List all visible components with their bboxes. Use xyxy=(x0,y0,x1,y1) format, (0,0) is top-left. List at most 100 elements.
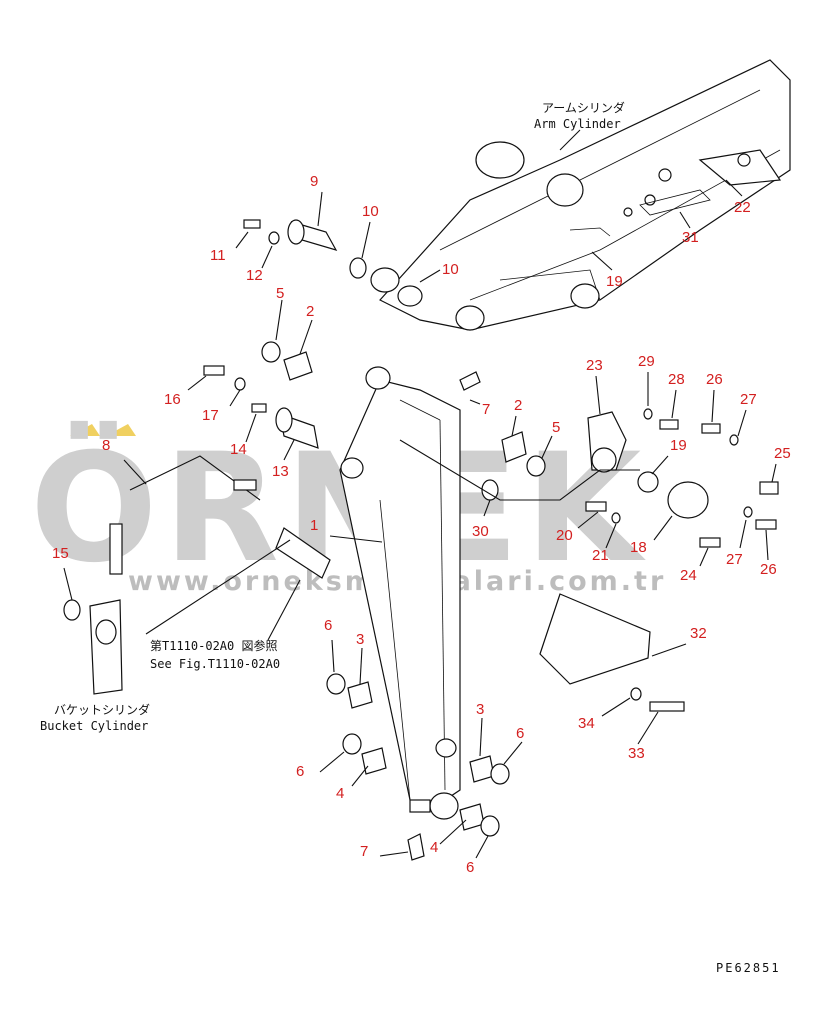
shim-10 xyxy=(349,257,367,279)
leader-24 xyxy=(699,547,709,567)
leader-23 xyxy=(595,375,601,415)
washer-34 xyxy=(630,687,642,701)
bushing-4-a xyxy=(361,747,387,775)
leader-7b xyxy=(379,851,409,857)
callout-15: 15 xyxy=(52,545,69,562)
grease-fitting-7-lower xyxy=(407,833,425,861)
seal-6-a xyxy=(326,673,346,695)
leader-2b xyxy=(511,415,517,437)
leader-4a xyxy=(351,765,369,787)
see-fig-label-en: See Fig.T1110-02A0 xyxy=(150,657,280,671)
leader-20 xyxy=(577,511,599,529)
arm-link-boss xyxy=(435,738,457,758)
arm-cylinder-head xyxy=(475,141,525,179)
arm-pivot-boss xyxy=(340,457,364,479)
clamp-19 xyxy=(637,471,659,493)
leader-21 xyxy=(605,523,617,549)
callout-11: 11 xyxy=(210,247,226,264)
leader-12 xyxy=(261,245,273,269)
leader-27a xyxy=(737,409,747,437)
callout-1: 1 xyxy=(310,517,318,534)
leader-4b xyxy=(439,819,467,845)
callout-19b: 19 xyxy=(670,437,687,454)
callout-12: 12 xyxy=(246,267,263,284)
callout-7a: 7 xyxy=(482,401,490,418)
leader-arm-cylinder xyxy=(559,129,581,151)
seal-6-c xyxy=(490,763,510,785)
leader-3a xyxy=(359,647,363,685)
callout-21: 21 xyxy=(592,547,609,564)
bushing-3-b xyxy=(469,755,495,783)
washer-21 xyxy=(611,512,621,524)
leader-17 xyxy=(229,389,241,407)
leader-15 xyxy=(63,567,73,601)
washer-27-lower xyxy=(743,506,753,518)
bushing-2-right xyxy=(501,431,527,463)
leader-8 xyxy=(123,459,147,485)
leader-10a xyxy=(361,221,371,259)
callout-28: 28 xyxy=(668,371,685,388)
arm-top-boss xyxy=(365,366,391,390)
arm-structure xyxy=(339,366,461,820)
callout-33: 33 xyxy=(628,745,645,762)
bucket-cylinder-eye xyxy=(95,619,117,645)
block-18 xyxy=(667,481,709,519)
callout-2a: 2 xyxy=(306,303,314,320)
boom-foot-boss xyxy=(370,267,400,293)
callout-32: 32 xyxy=(690,625,707,642)
callout-2b: 2 xyxy=(514,397,522,414)
callout-34: 34 xyxy=(578,715,595,732)
leader-19b xyxy=(651,455,669,475)
boom-top-pin xyxy=(737,153,751,167)
bolt-20 xyxy=(585,501,607,512)
callout-25: 25 xyxy=(774,445,791,462)
leader-31 xyxy=(679,211,691,229)
callout-14: 14 xyxy=(230,441,247,458)
callout-27b: 27 xyxy=(726,551,743,568)
callout-6b: 6 xyxy=(296,763,304,780)
callout-3a: 3 xyxy=(356,631,364,648)
cover-32 xyxy=(539,593,651,685)
callout-10b: 10 xyxy=(442,261,459,278)
cover-32-edge xyxy=(539,593,561,655)
watermark-brand: ÖRNEK xyxy=(30,420,647,596)
adapter-25 xyxy=(759,481,779,495)
leader-6a xyxy=(331,639,335,673)
bolt-28 xyxy=(659,419,679,430)
watermark: ÖRNEK www.orneksmakinalari.com.tr xyxy=(30,420,663,597)
hose-line xyxy=(399,439,640,501)
leader-19a xyxy=(591,251,613,271)
arm-cylinder-label-jp: アームシリンダ xyxy=(542,100,625,115)
callout-6d: 6 xyxy=(466,859,474,876)
leader-7a xyxy=(469,399,481,405)
bucket-cylinder-label-en: Bucket Cylinder xyxy=(40,719,148,733)
leader-5b xyxy=(541,435,553,459)
leader-25 xyxy=(771,463,777,483)
callout-9: 9 xyxy=(310,173,318,190)
bolt-11 xyxy=(243,219,261,229)
leader-16 xyxy=(187,375,207,391)
leader-2a xyxy=(299,319,313,355)
boom-body xyxy=(379,59,791,331)
leader-34 xyxy=(601,697,631,717)
washer-17 xyxy=(234,377,246,391)
arm-tip-block xyxy=(409,799,431,813)
leader-22 xyxy=(725,179,743,197)
bushing-4-b xyxy=(459,803,485,831)
callout-22: 22 xyxy=(734,199,751,216)
leader-see-fig xyxy=(145,539,291,635)
washer-27-upper xyxy=(729,434,739,446)
callout-4b: 4 xyxy=(430,839,438,856)
bucket-cylinder-label-jp: バケットシリンダ xyxy=(54,702,150,717)
leader-13 xyxy=(283,439,295,461)
leader-5a xyxy=(275,299,283,341)
pin-13-head xyxy=(275,407,293,433)
leader-9 xyxy=(317,191,323,227)
plate-23-hole xyxy=(591,447,617,473)
leader-3b xyxy=(479,717,483,757)
boom-lower-boss xyxy=(455,305,485,331)
callout-26b: 26 xyxy=(760,561,777,578)
callout-10a: 10 xyxy=(362,203,379,220)
